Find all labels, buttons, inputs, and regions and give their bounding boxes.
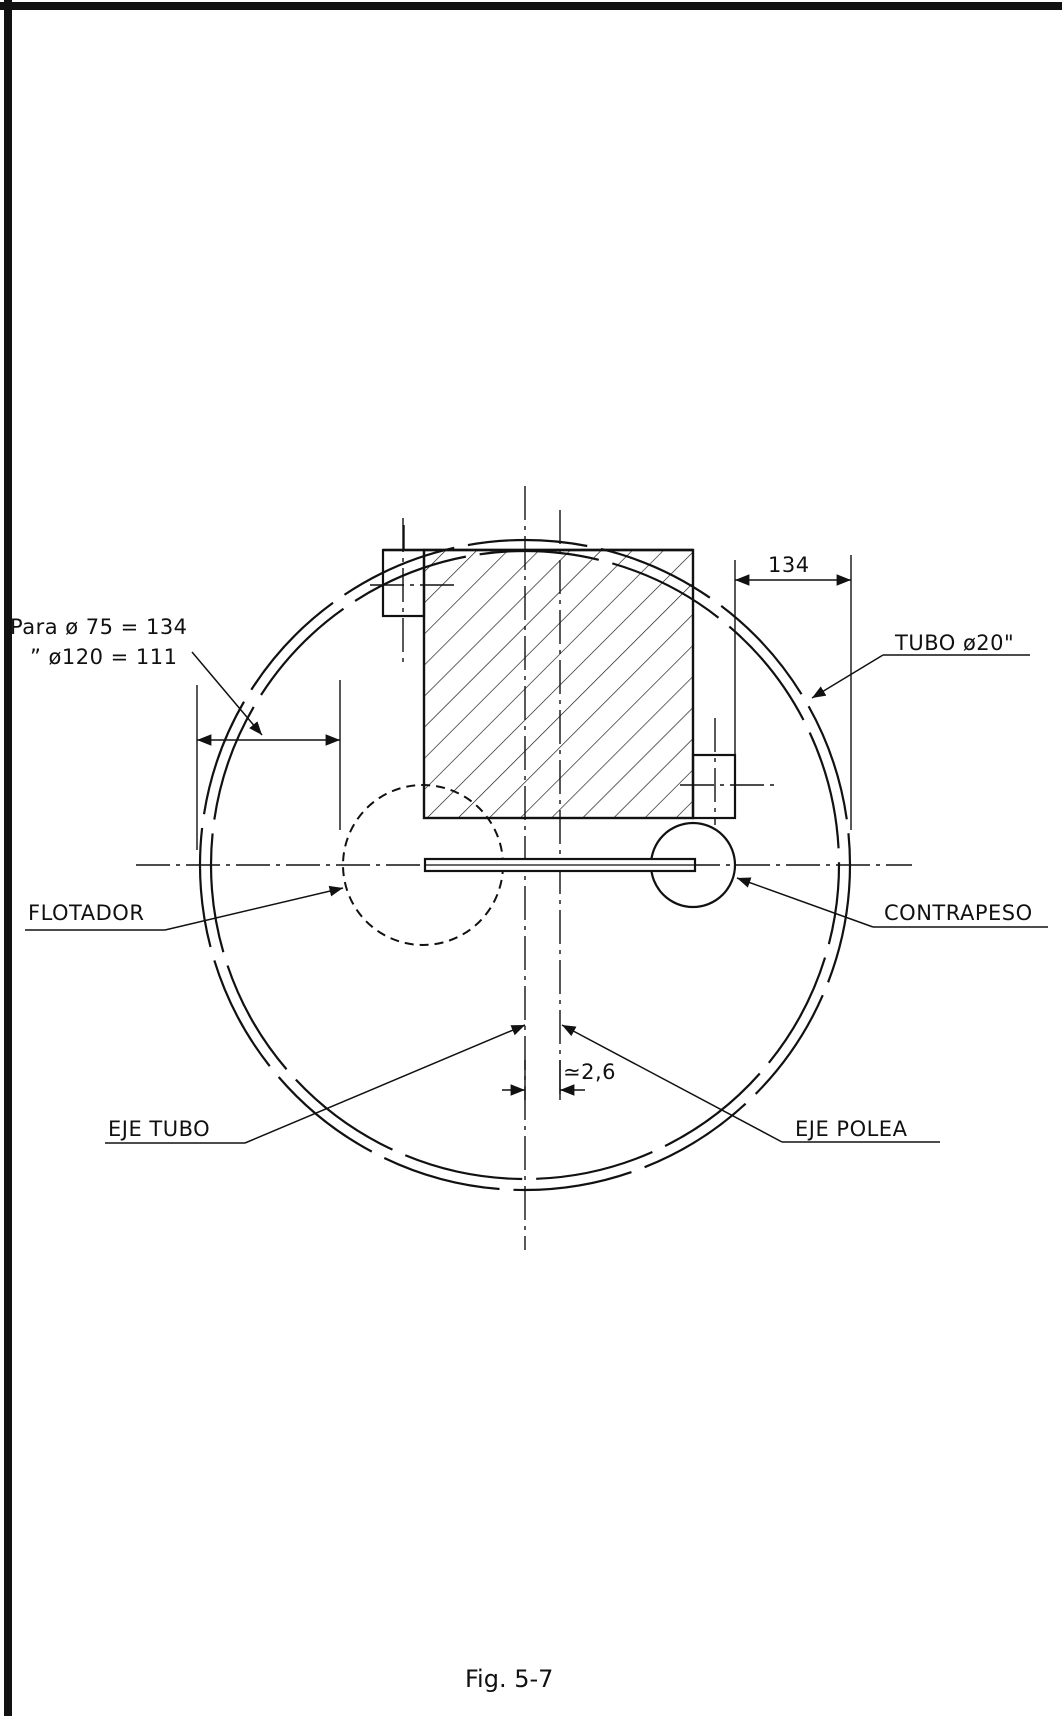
contrapeso-label: CONTRAPESO [884, 901, 1033, 925]
pulley-shaft [423, 857, 697, 873]
tubo-label: TUBO ø20" [894, 631, 1014, 655]
leader-lines [164, 651, 884, 1144]
dimension-lines [197, 574, 851, 1096]
eje-polea-label: EJE POLEA [795, 1117, 908, 1141]
offset-label: ≃2,6 [563, 1060, 616, 1084]
hatched-block [381, 548, 737, 820]
para-label-line2: ” ø120 = 111 [30, 645, 178, 669]
label-underlines [25, 654, 1048, 1144]
dim-134-label: 134 [768, 553, 810, 577]
para-label-line1: Para ø 75 = 134 [10, 615, 188, 639]
figure-caption: Fig. 5-7 [465, 1665, 553, 1693]
eje-tubo-label: EJE TUBO [108, 1117, 210, 1141]
flotador-label: FLOTADOR [28, 901, 144, 925]
